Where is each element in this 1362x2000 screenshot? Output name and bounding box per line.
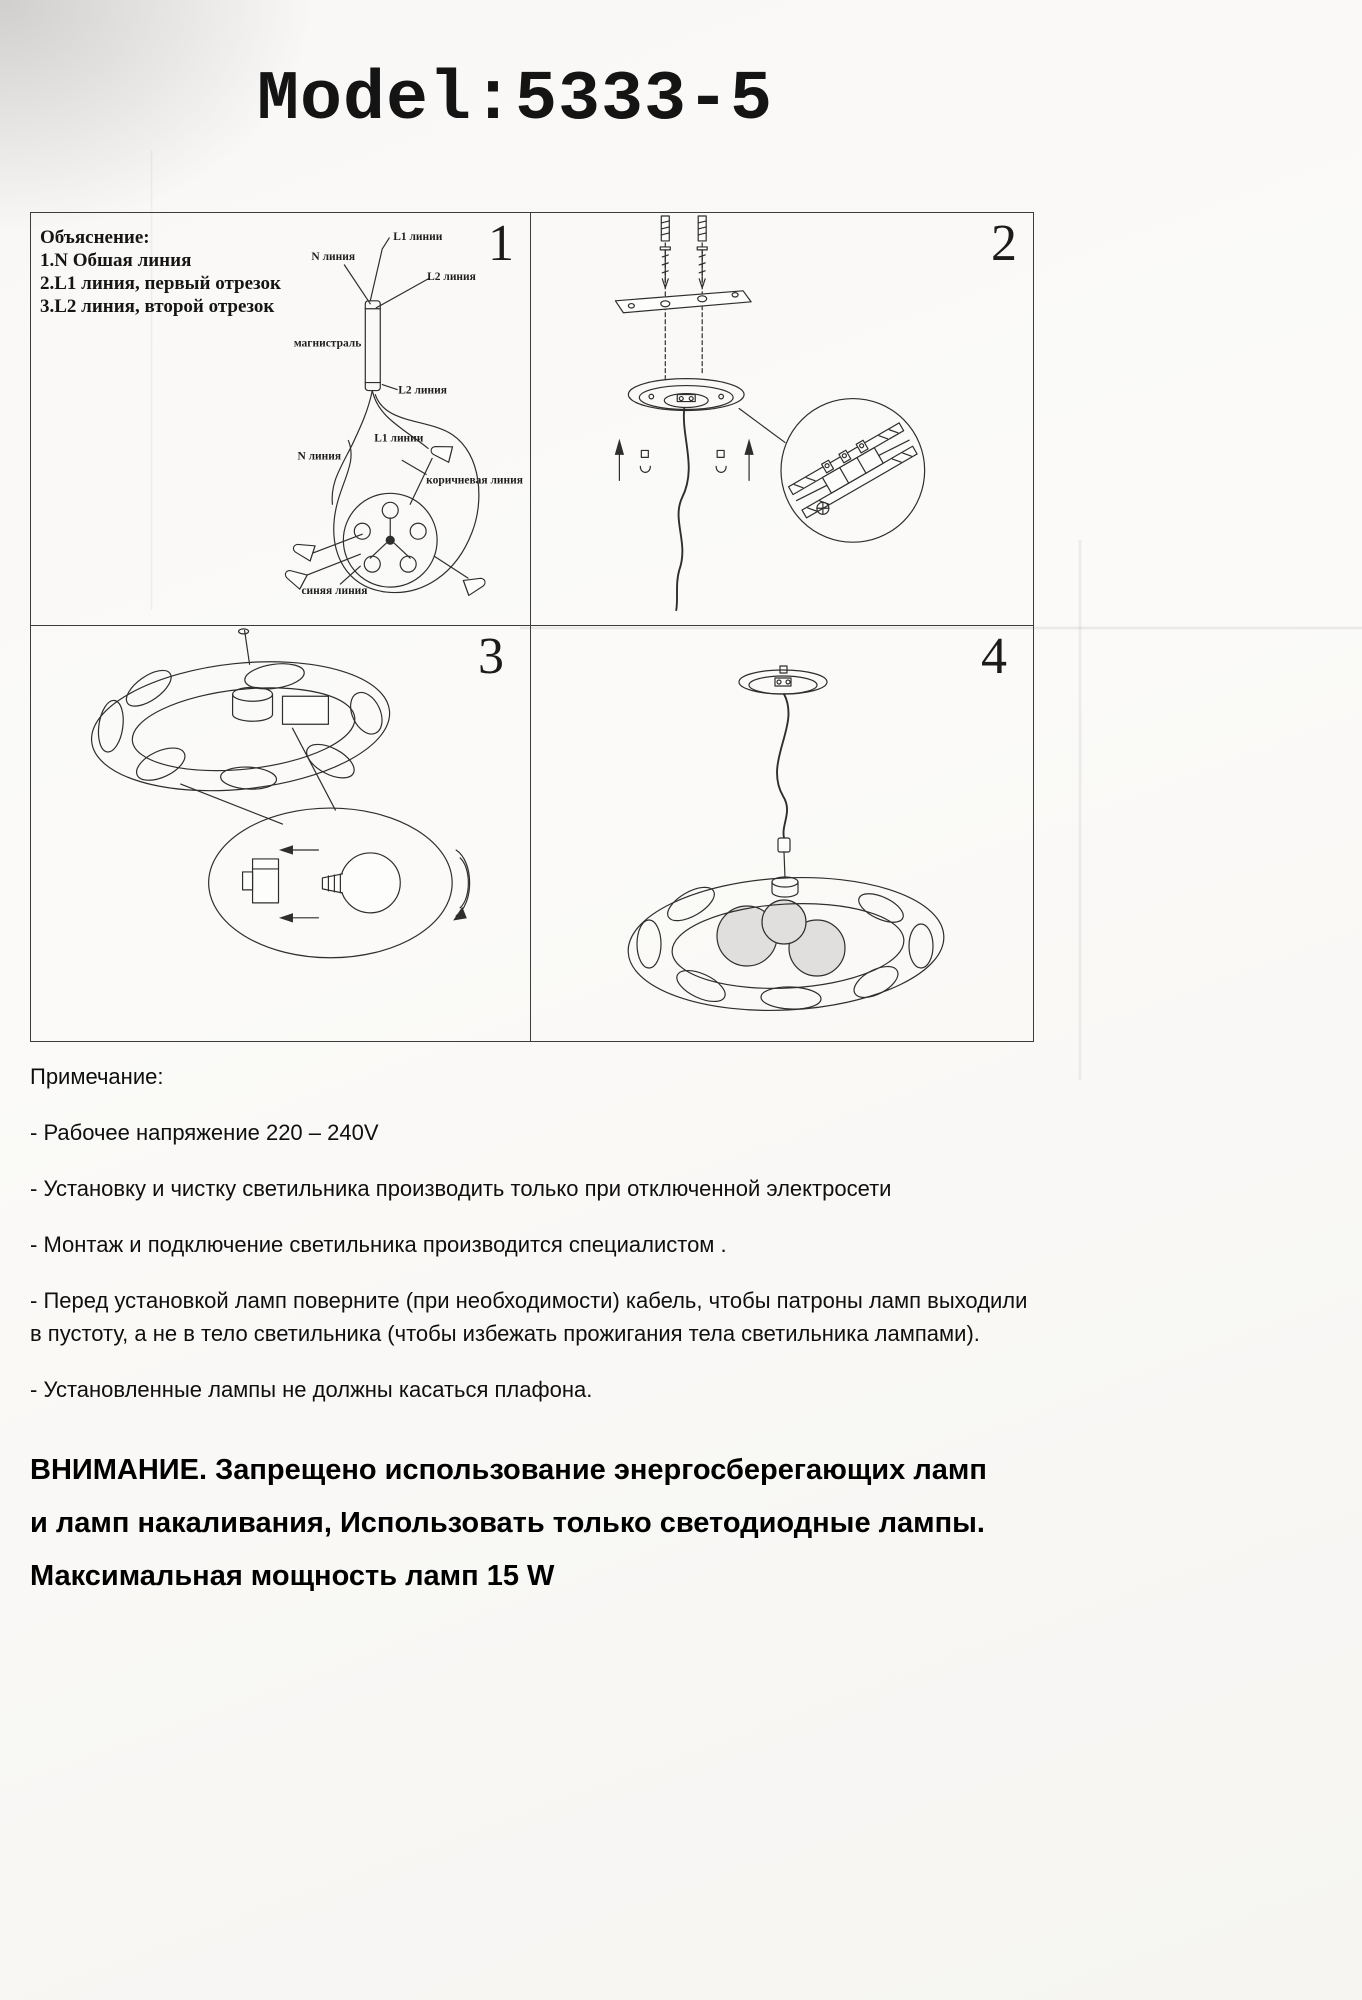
paper-crease [520,626,1362,630]
rotation-arrow [453,849,471,921]
label-l2-bottom: L2 линия [398,385,447,397]
panel-number-3: 3 [478,628,504,685]
note-item: - Рабочее напряжение 220 – 240V [30,1120,379,1145]
bulb-detail [208,807,471,959]
insert-arrow [278,845,320,855]
label-l1-top: L1 линии [393,231,443,243]
label-trunk: магнистраль [294,338,361,350]
ceiling-canopy [738,665,828,695]
assembled-lamp-diagram [627,665,945,1012]
wire-connector-cone [290,539,316,562]
label-brown-line: коричневая линия [426,474,523,486]
model-title: Model:5333-5 [256,61,774,140]
trunk-tube [364,300,381,392]
wall-anchor [697,215,707,242]
wire-connector-cone [428,441,454,463]
junction-terminal-ring [342,492,438,588]
panel-number-4: 4 [981,628,1007,685]
note-item: - Установку и чистку светильника произво… [30,1176,892,1201]
detail-leader-line [180,727,336,825]
explanation-line: 3.L2 линия, второй отрезок [40,296,275,317]
notes-section: Примечание: - Рабочее напряжение 220 – 2… [30,1060,1030,1429]
mounting-screw [696,246,708,289]
label-l2-top: L2 линия [427,271,476,283]
ceiling-canopy [627,377,745,412]
mounting-bar [614,290,752,314]
twist-lock-icon [715,449,727,473]
twist-lock-icon [639,449,651,473]
diagram-grid: 1 Объяснение: 1.N Обшая линия 2.L1 линия… [30,212,1034,1042]
panel-mounting: 2 [531,213,1033,626]
panel-bulb-install: 3 [31,626,531,1041]
paper-crease [1078,540,1082,1080]
label-l1-bottom: L1 линии [374,432,424,444]
power-cable [776,693,790,839]
panel-number-1: 1 [488,215,514,272]
label-blue-line: синяя линия [301,585,367,597]
label-n-bottom: N линия [297,450,341,462]
screw-head-icon [816,501,830,515]
note-item: - Установленные лампы не должны касаться… [30,1377,593,1402]
panel-number-2: 2 [991,215,1017,272]
note-item: - Перед установкой ламп поверните (при н… [30,1288,1028,1346]
label-n-top: N линия [311,251,355,263]
warning-section: ВНИМАНИЕ. Запрещено использование энерго… [30,1444,1090,1603]
socket-housing [231,686,330,725]
push-up-arrow [744,438,754,481]
note-item: - Монтаж и подключение светильника произ… [30,1232,727,1257]
explanation-line: 1.N Обшая линия [40,250,192,271]
explanation-heading: Объяснение: [40,227,150,248]
light-bulb [761,899,807,945]
panel-wiring: 1 Объяснение: 1.N Обшая линия 2.L1 линия… [31,213,531,626]
insert-arrow [278,913,320,923]
warning-line: ВНИМАНИЕ. Запрещено использование энерго… [30,1454,987,1486]
lamp-socket [241,858,280,904]
lamp-body [90,628,391,792]
alignment-dashed-lines [664,242,703,380]
wall-anchor [660,215,670,242]
wiring-diagram: L1 линии N линия L2 линия магнистраль L2… [281,231,523,597]
cable-connector [771,837,799,898]
supply-wires-top [343,237,429,309]
panel-assembled-lamp: 4 [531,626,1033,1041]
bulb-install-diagram [90,628,471,959]
light-bulb [321,852,401,914]
detail-leader-line [738,407,786,444]
mounting-screw [659,246,671,289]
explanation-line: 2.L1 линия, первый отрезок [40,273,281,294]
lamp-body [627,876,945,1012]
terminal-block-detail [780,397,926,543]
supply-wires-bottom [303,383,480,594]
push-up-arrow [614,438,625,481]
warning-line: и ламп накаливания, Использовать только … [30,1507,985,1539]
paper-crease [150,150,153,610]
power-cable [675,407,690,611]
notes-heading: Примечание: [30,1064,164,1089]
mounting-diagram [614,215,926,611]
wiring-explanation: Объяснение: 1.N Обшая линия 2.L1 линия, … [40,226,281,318]
warning-line: Максимальная мощность ламп 15 W [30,1560,555,1592]
